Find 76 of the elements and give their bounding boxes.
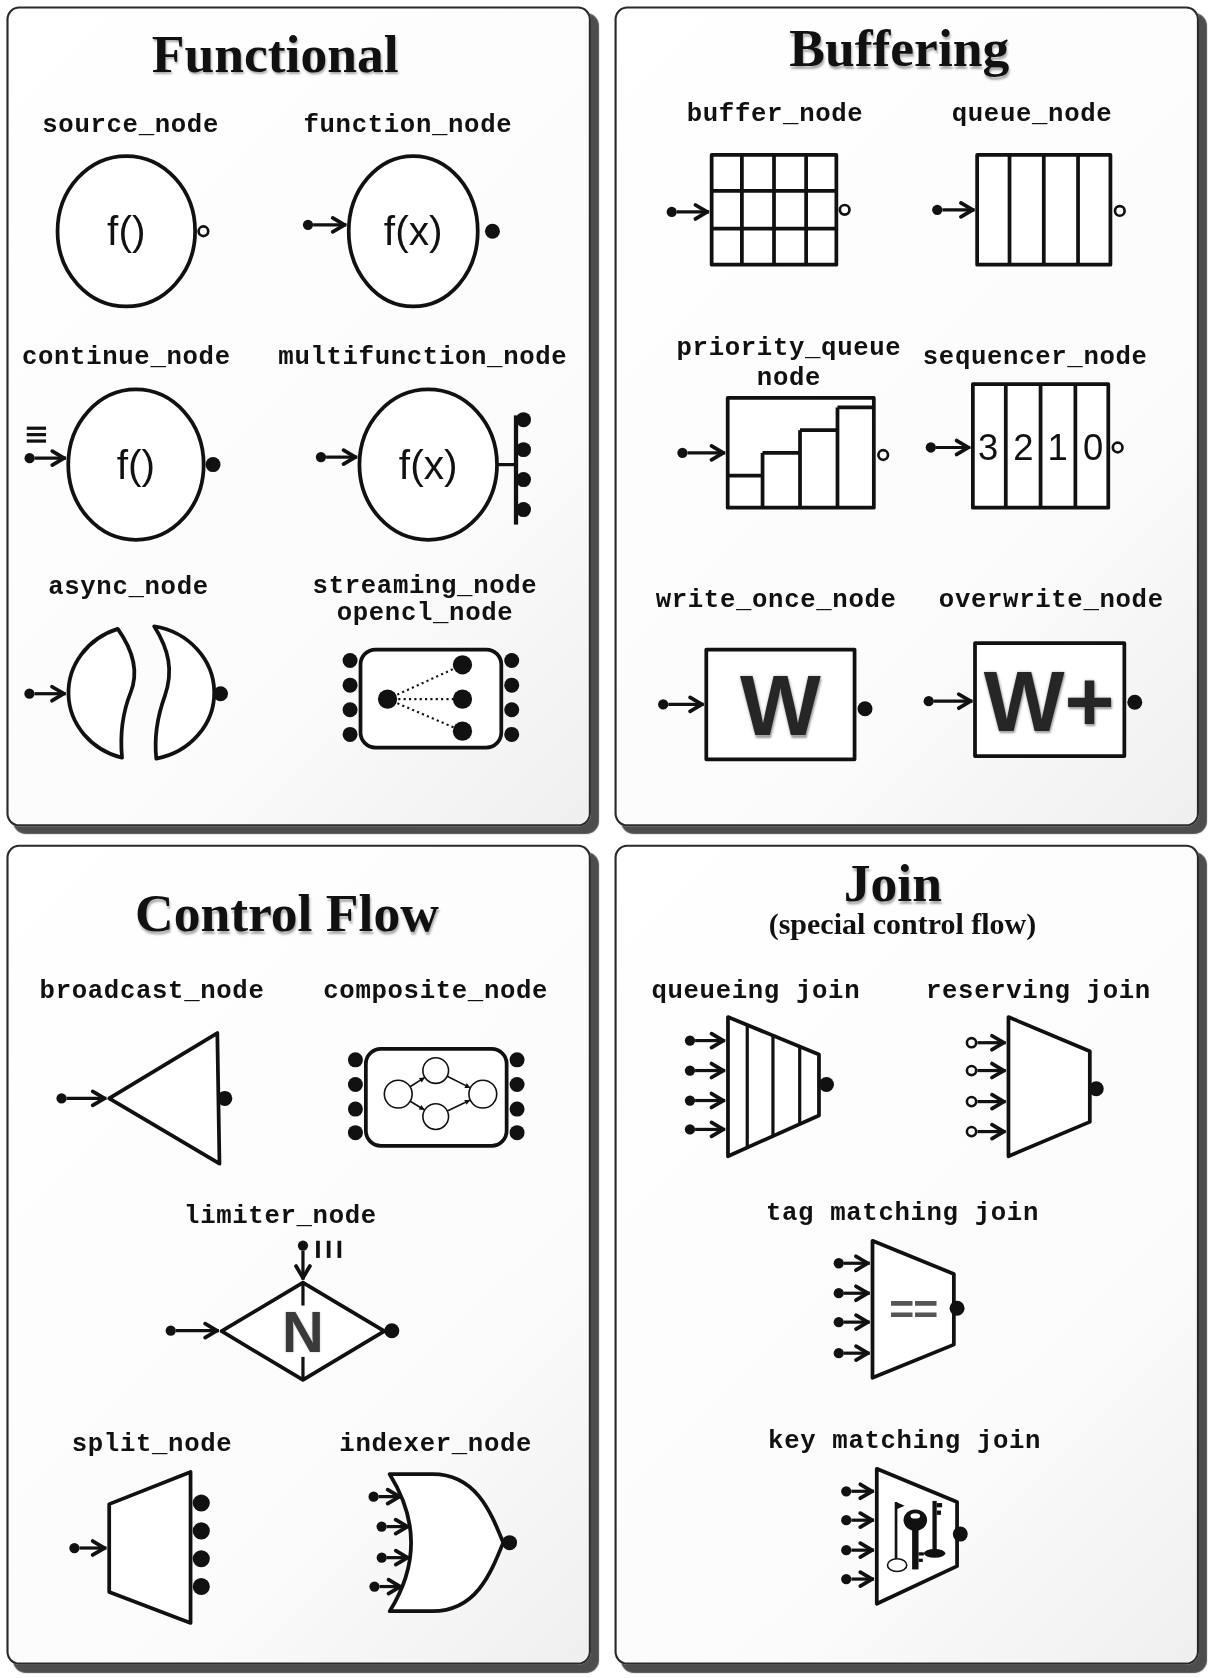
function-label: f() — [107, 209, 146, 253]
input-arrow — [942, 201, 975, 219]
input-arrow — [378, 1487, 402, 1506]
symbol-text: N — [282, 1302, 324, 1361]
node-type-label: tag matching join — [765, 1201, 1039, 1227]
node-type-label: composite_node — [323, 978, 549, 1005]
input-arrow — [851, 1511, 875, 1529]
input-arrow — [326, 448, 358, 466]
sequence-number: 3 — [978, 428, 999, 467]
node-type-label: reserving join — [926, 978, 1151, 1005]
function-label: f(x) — [398, 443, 458, 487]
node-type-label: write_once_node — [655, 587, 897, 614]
input-arrow — [977, 1061, 1006, 1080]
input-arrow — [695, 1091, 726, 1110]
sequence-number: 0 — [1082, 428, 1104, 467]
node-type-label: buffer_node — [686, 101, 864, 128]
input-arrow — [386, 1548, 410, 1567]
input-arrow — [66, 1089, 107, 1108]
node-type-label: sequencer_node — [922, 344, 1148, 371]
input-arrow — [695, 1120, 726, 1139]
symbol-text: W — [740, 663, 821, 750]
node-type-label: queue_node — [951, 101, 1113, 128]
panel-card — [614, 6, 1199, 827]
input-arrow — [851, 1570, 875, 1588]
input-arrow — [687, 444, 726, 462]
input-arrow — [386, 1517, 410, 1536]
input-arrow — [843, 1344, 870, 1362]
symbol-text: W+ — [983, 659, 1115, 746]
input-arrow — [977, 1033, 1006, 1052]
function-label: f() — [116, 443, 156, 487]
panel-title: Control Flow — [135, 887, 439, 939]
node-type-label: opencl_node — [336, 600, 514, 627]
panel-title: Functional — [151, 27, 399, 80]
sequence-number: 2 — [1013, 428, 1034, 467]
function-label: f(x) — [383, 209, 443, 253]
input-arrow — [843, 1284, 870, 1303]
node-type-label: broadcast_node — [39, 978, 265, 1005]
input-arrow — [668, 695, 704, 714]
node-type-label: function_node — [303, 112, 513, 139]
input-arrow — [313, 216, 347, 234]
node-type-label: indexer_node — [339, 1431, 533, 1457]
sequence-number: 1 — [1047, 428, 1068, 467]
input-arrow — [936, 438, 971, 457]
node-type-label: source_node — [42, 112, 219, 139]
node-type-label: continue_node — [21, 344, 231, 371]
input-arrow — [294, 1250, 312, 1280]
input-arrow — [695, 1061, 726, 1080]
node-type-label: async_node — [48, 574, 209, 601]
node-type-label: split_node — [71, 1431, 233, 1457]
input-arrow — [977, 1092, 1006, 1111]
input-arrow — [79, 1539, 107, 1557]
input-arrow — [34, 684, 66, 703]
input-arrow — [34, 449, 67, 468]
node-type-label: multifunction_node — [278, 344, 568, 371]
input-arrow — [676, 203, 710, 221]
node-type-label: key matching join — [768, 1429, 1042, 1455]
panel-title: Join — [843, 857, 942, 909]
input-arrow — [851, 1541, 875, 1559]
input-arrow — [851, 1482, 875, 1501]
equals-sign: == — [889, 1290, 938, 1329]
node-type-label: priority_queue node — [675, 334, 903, 394]
panel-subtitle: (special control flow) — [768, 908, 1037, 939]
input-arrow — [843, 1313, 870, 1331]
input-arrow — [977, 1122, 1006, 1141]
node-type-label: streaming_node — [312, 573, 538, 600]
panel-card — [6, 6, 591, 827]
input-arrow — [695, 1031, 726, 1050]
node-type-label: limiter_node — [184, 1203, 377, 1229]
input-arrow — [843, 1254, 870, 1273]
input-arrow — [933, 692, 973, 711]
node-type-label: queueing join — [651, 978, 861, 1005]
node-type-label: overwrite_node — [938, 587, 1164, 614]
panel-card — [614, 844, 1199, 1665]
panel-card — [6, 844, 591, 1665]
input-arrow — [175, 1321, 219, 1340]
input-arrow — [379, 1577, 403, 1596]
